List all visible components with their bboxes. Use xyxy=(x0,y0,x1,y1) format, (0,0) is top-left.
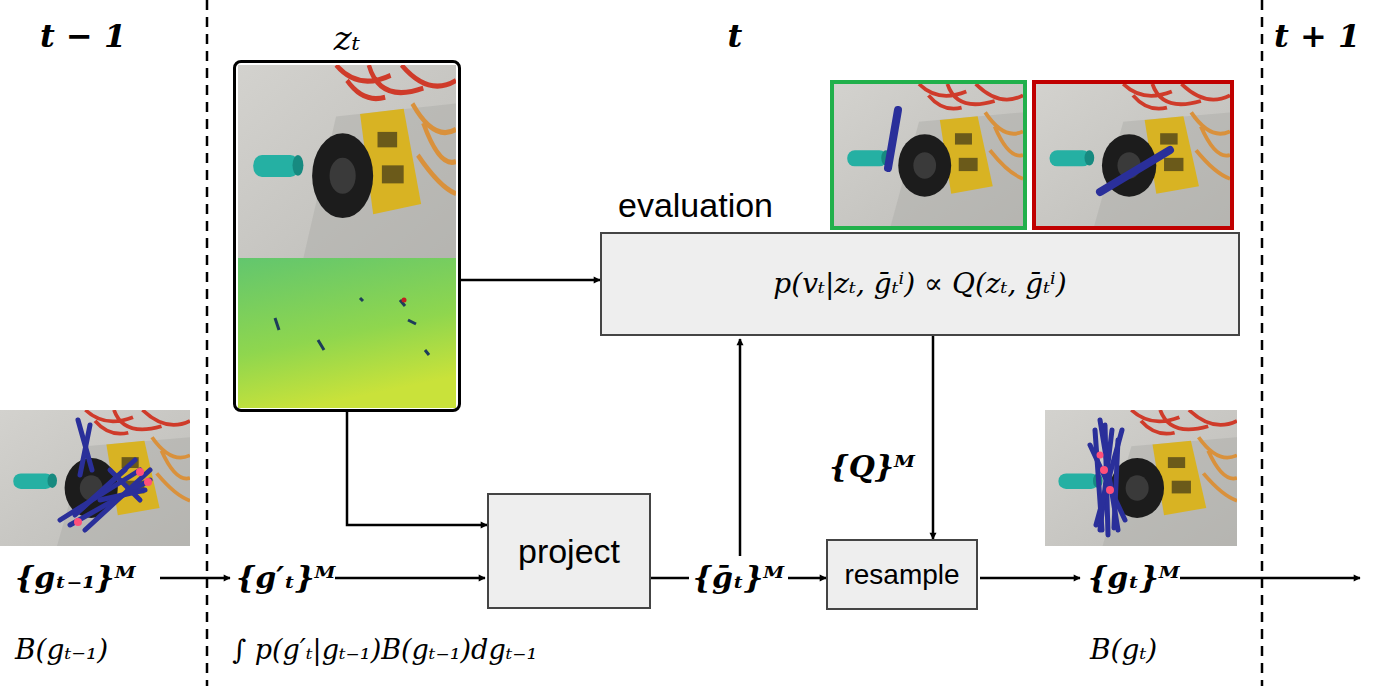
process-box: resample xyxy=(826,539,978,610)
observation-box: zₜ xyxy=(233,60,461,412)
process-box: project xyxy=(487,493,651,609)
edge-label: {ḡₜ}ᴹ xyxy=(689,560,789,596)
flow-arrow xyxy=(932,336,935,539)
particle-set: {g′ₜ}ᴹ xyxy=(236,560,336,596)
belief: B(gₜ) xyxy=(1090,633,1157,667)
evaluation-heading: evaluation xyxy=(618,185,773,226)
flow-arrow xyxy=(461,279,600,282)
edge-label: {Q}ᴹ xyxy=(825,449,919,485)
belief: B(gₜ₋₁) xyxy=(15,633,108,667)
particle-set: {gₜ₋₁}ᴹ xyxy=(15,560,136,596)
observation-label: zₜ xyxy=(334,18,360,59)
evaluation-box: evaluationp(vₜ|zₜ, ḡₜⁱ) ∝ Q(zₜ, ḡₜⁱ) xyxy=(600,232,1240,336)
prediction-formula: ∫ p(g′ₜ|gₜ₋₁)B(gₜ₋₁)dgₜ₋₁ xyxy=(232,634,537,666)
time-step: t xyxy=(728,17,743,55)
flow-arrow xyxy=(347,412,487,525)
particle-set: {gₜ}ᴹ xyxy=(1088,560,1180,596)
formula: p(vₜ|zₜ, ḡₜⁱ) ∝ Q(zₜ, ḡₜⁱ) xyxy=(773,267,1066,301)
process-label: resample xyxy=(844,558,959,592)
time-step: t + 1 xyxy=(1274,17,1360,55)
time-step: t − 1 xyxy=(40,17,126,55)
process-label: project xyxy=(518,531,620,572)
